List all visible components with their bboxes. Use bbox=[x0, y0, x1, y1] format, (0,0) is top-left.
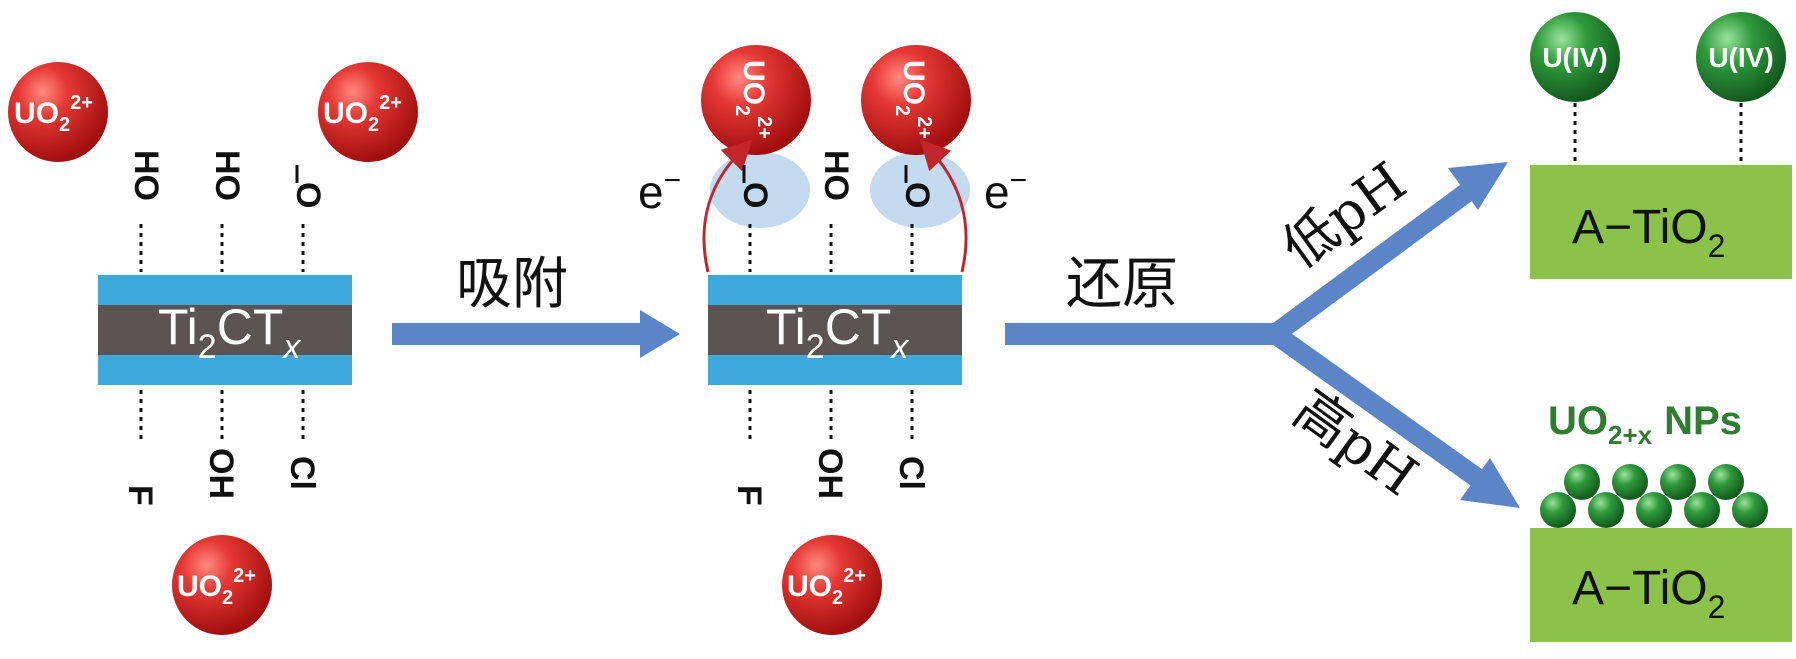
left-panel: UO22+ UO22+ UO22+ Ti2CTx HO HO O bbox=[8, 62, 418, 635]
uranyl-ion-top-right: UO22+ bbox=[318, 62, 418, 162]
electron-label-left: e− bbox=[638, 164, 681, 218]
uranyl-ion-bottom-middle: UO22+ bbox=[782, 535, 882, 635]
uranyl-ion-bottom: UO22+ bbox=[172, 535, 272, 635]
uranyl-ion-top-left: UO22+ bbox=[8, 62, 108, 162]
svg-text:A−TiO2: A−TiO2 bbox=[1572, 201, 1725, 264]
a-tio2-substrate-bottom: A−TiO2 bbox=[1530, 528, 1792, 642]
adsorbed-uranyl-left: UO22+ bbox=[701, 45, 811, 155]
group-cl: Cl bbox=[283, 456, 321, 490]
reduction-label: 还原 bbox=[1066, 252, 1178, 317]
surface-groups-bottom-middle: F OH Cl bbox=[730, 390, 930, 506]
ti2ctx-layer-middle: Ti2CTx bbox=[708, 275, 962, 385]
svg-text:A−TiO2: A−TiO2 bbox=[1572, 562, 1725, 625]
adsorbed-uranyl-right: UO22+ bbox=[861, 45, 971, 155]
group-f: F bbox=[121, 485, 159, 506]
low-ph-product: U(IV) U(IV) A−TiO2 bbox=[1530, 12, 1792, 279]
ti2ctx-layer-left: Ti2CTx bbox=[98, 275, 352, 385]
svg-text:U(IV): U(IV) bbox=[1542, 42, 1607, 73]
svg-text:UO22+: UO22+ bbox=[731, 60, 775, 139]
svg-text:UO22+: UO22+ bbox=[787, 565, 866, 609]
a-tio2-substrate-top: A−TiO2 bbox=[1530, 165, 1792, 279]
group-oh: OH bbox=[202, 448, 240, 499]
adsorption-arrow: 吸附 bbox=[392, 252, 680, 358]
surface-groups-bottom-left: F OH Cl bbox=[121, 390, 321, 506]
uiv-sphere-left: U(IV) bbox=[1530, 12, 1620, 102]
branch-arrow-up bbox=[1269, 162, 1508, 343]
group-ho-1: HO bbox=[127, 150, 165, 201]
svg-text:UO22+: UO22+ bbox=[891, 60, 935, 139]
svg-text:Ti2CTx: Ti2CTx bbox=[766, 299, 909, 366]
group-ho-2: HO bbox=[208, 150, 246, 201]
svg-text:UO22+: UO22+ bbox=[177, 565, 256, 609]
electron-transfer-arrow-left bbox=[702, 139, 753, 273]
reduction-arrow: 还原 bbox=[1005, 252, 1285, 345]
group-o-minus-1: O bbox=[736, 182, 774, 208]
middle-panel: UO22+ UO22+ e− e− Ti2CTx O HO O bbox=[638, 45, 1027, 635]
svg-text:U(IV): U(IV) bbox=[1708, 42, 1773, 73]
low-ph-label: 低pH bbox=[1271, 150, 1418, 281]
branch-arrow-down bbox=[1269, 325, 1520, 508]
electron-label-right: e− bbox=[984, 164, 1027, 218]
group-cl-mid: Cl bbox=[892, 456, 930, 490]
uo2x-nanoparticles bbox=[1540, 464, 1768, 528]
group-oh-mid: OH bbox=[811, 448, 849, 499]
group-f-mid: F bbox=[730, 485, 768, 506]
group-ho-mid: HO bbox=[817, 150, 855, 201]
group-o-minus: O bbox=[289, 182, 327, 208]
group-o-minus-2: O bbox=[898, 182, 936, 208]
adsorption-label: 吸附 bbox=[456, 252, 568, 317]
svg-text:UO22+: UO22+ bbox=[14, 92, 93, 136]
svg-text:UO22+: UO22+ bbox=[323, 92, 402, 136]
surface-groups-top-left: HO HO O bbox=[127, 150, 327, 272]
svg-text:Ti2CTx: Ti2CTx bbox=[158, 299, 301, 366]
uiv-sphere-right: U(IV) bbox=[1696, 12, 1786, 102]
electron-transfer-arrow-right bbox=[919, 139, 968, 273]
surface-groups-top-middle: O HO O bbox=[736, 150, 936, 272]
